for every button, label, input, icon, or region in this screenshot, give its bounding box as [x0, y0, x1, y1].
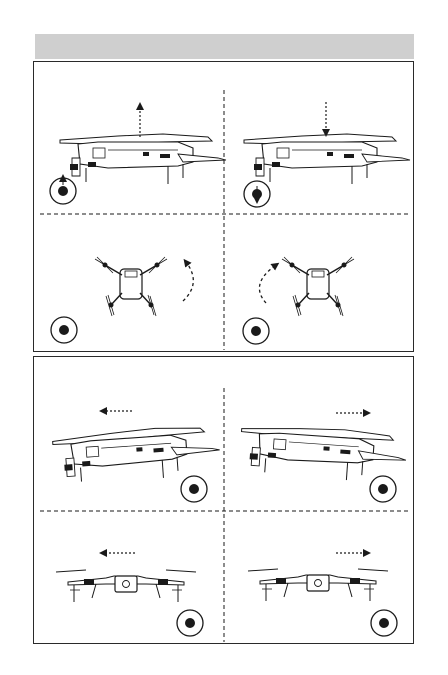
- rotate-left-cell: [51, 257, 193, 343]
- move-right-cell: [248, 553, 397, 636]
- drone-top-view-icon: [282, 257, 354, 316]
- move-backward-cell: [239, 413, 408, 502]
- control-stick-icon: [243, 318, 269, 344]
- move-left-cell: [56, 553, 203, 636]
- rotate-right-cell: [243, 257, 354, 344]
- control-stick-icon: [371, 610, 397, 636]
- drone-side-view-icon: [239, 423, 408, 484]
- control-stick-icon: [181, 476, 207, 502]
- drone-top-view-icon: [95, 257, 167, 316]
- control-stick-icon: [177, 610, 203, 636]
- control-stick-icon: [51, 317, 77, 343]
- control-stick-icon: [370, 476, 396, 502]
- drone-side-view-icon: [244, 134, 410, 184]
- ascend-cell: [50, 106, 226, 204]
- drone-side-view-icon: [60, 134, 226, 184]
- descend-cell: [244, 102, 410, 207]
- clockwise-arrow-icon: [259, 265, 276, 303]
- drone-front-view-icon: [248, 569, 388, 601]
- counterclockwise-arrow-icon: [183, 262, 193, 301]
- drone-front-view-icon: [56, 570, 196, 602]
- move-forward-cell: [52, 411, 221, 502]
